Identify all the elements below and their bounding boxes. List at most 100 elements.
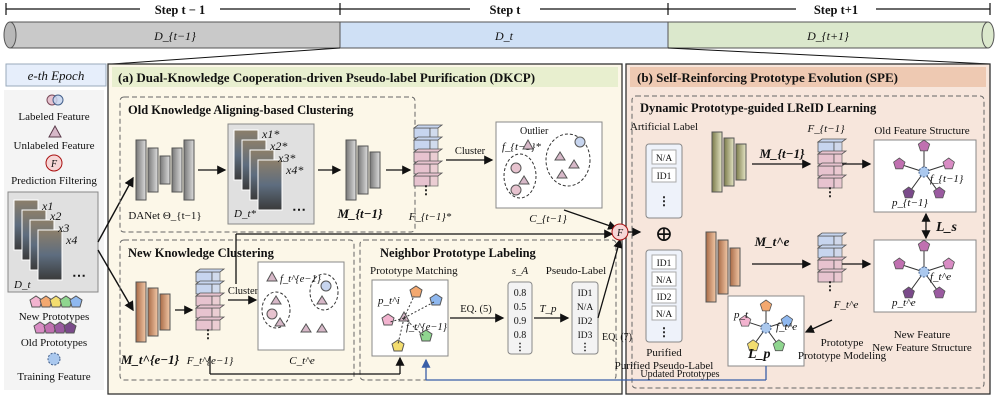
eq5-label: EQ. (5) [460, 304, 492, 315]
dkcp-panel [107, 63, 623, 395]
step-prev-label: Step t − 1 [155, 3, 206, 17]
svg-text:⋯: ⋯ [292, 203, 306, 218]
svg-text:N/A: N/A [656, 310, 673, 320]
svg-text:⋮: ⋮ [824, 185, 836, 199]
updated-protos-label: Updated Prototypes [640, 369, 719, 380]
pm-f-label: f_t^e [776, 321, 797, 333]
tp-label: T_p [539, 303, 557, 315]
spe-new-model [705, 231, 741, 303]
sa-column [507, 281, 533, 355]
spe-old-feature-label: F_{t−1} [807, 123, 846, 135]
training-feature-icon [47, 352, 61, 366]
proto-modeling-label: Prototype Modeling [798, 350, 887, 362]
svg-text:N/A: N/A [656, 154, 673, 164]
new-prototypes-icon [29, 295, 83, 308]
new-protos-label: New Prototypes [19, 311, 90, 323]
spe-new-feature-label: F_t^e [833, 299, 859, 311]
proto-match-label: Prototype Matching [370, 265, 458, 277]
timeline: Step t − 1 Step t Step t+1 D_{t−1} D_t D… [3, 1, 995, 65]
new-structure-label: New Feature Structure [872, 342, 972, 354]
danet-network [135, 139, 195, 201]
sa-value-2: 0.9 [514, 316, 527, 327]
svg-text:F: F [616, 228, 624, 239]
new-structure-p-label: p_t^e [891, 297, 916, 309]
filter-icon [45, 154, 63, 172]
svg-text:x4: x4 [65, 233, 77, 247]
dkcp-title-bar [112, 67, 618, 87]
training-label: Training Feature [17, 371, 90, 383]
old-protos-label: Old Prototypes [21, 337, 87, 349]
pseudo-value-0: ID1 [578, 289, 593, 299]
spe-new-model-label: M_t^e [754, 234, 790, 249]
svg-text:ID2: ID2 [657, 293, 672, 303]
old-structure-label: Old Feature Structure [874, 125, 969, 137]
svg-text:x3: x3 [57, 221, 69, 235]
outlier-feature-label: f_{t−1}* [502, 141, 541, 153]
spe-title-bar [630, 67, 986, 87]
new-knowledge-box [119, 239, 355, 381]
outlier-label: Outlier [520, 126, 549, 137]
new-structure-star [893, 239, 955, 299]
domain-curr-segment [339, 21, 669, 49]
domain-curr-label: D_t [494, 29, 514, 43]
svg-text:ID1: ID1 [657, 259, 672, 269]
new-feature-stack: ⋮ [194, 268, 226, 341]
sa-value-1: 0.5 [514, 302, 527, 313]
sa-value-3: 0.8 [514, 330, 527, 341]
cluster-new-label: Cluster [228, 286, 259, 297]
spe-old-model [711, 131, 747, 193]
domain-prev-label: D_{t−1} [153, 29, 196, 43]
new-structure-label-1: New Feature [894, 329, 951, 341]
dpg-title: Dynamic Prototype-guided LReID Learning [640, 101, 877, 115]
old-structure-f-label: f_{t−1} [930, 173, 964, 185]
dataset-images: x1 x2 x3 x4 ⋯ [13, 199, 86, 284]
oplus-icon: ⊕ [655, 221, 673, 246]
new-box-title: New Knowledge Clustering [128, 246, 275, 260]
step-curr-label: Step t [490, 3, 522, 17]
svg-text:x2*: x2* [269, 139, 287, 153]
artificial-label: Artificial Label [630, 121, 698, 133]
spe-title: (b) Self-Reinforcing Prototype Evolution… [637, 70, 898, 85]
new-model-label: M_t^{e−1} [120, 352, 180, 367]
svg-text:x3*: x3* [277, 151, 295, 165]
svg-text:⋮: ⋮ [202, 327, 214, 341]
svg-text:⋮: ⋮ [420, 183, 432, 197]
pseudo-value-1: N/A [577, 303, 594, 313]
purified-label: Purified Pseudo-Label [615, 360, 714, 372]
svg-text:⋮: ⋮ [515, 342, 525, 353]
old-feature-label: F_{t−1}* [408, 211, 452, 223]
old-feature-stack: ⋮ [412, 124, 444, 197]
old-model-label: M_{t−1} [336, 206, 383, 221]
labeled-label: Labeled Feature [18, 111, 89, 123]
domain-next-segment [667, 21, 989, 49]
svg-text:⋮: ⋮ [658, 325, 670, 339]
dataset-label: D_t [13, 279, 31, 291]
proto-pi-label: p_t^i [377, 295, 400, 307]
purified-label-1: Purified [646, 347, 682, 359]
spe-new-feature-stack: ⋮ [816, 232, 848, 293]
dkcp-title: (a) Dual-Knowledge Cooperation-driven Ps… [118, 70, 535, 85]
svg-text:x1*: x1* [261, 127, 279, 141]
svg-text:x4*: x4* [285, 163, 303, 177]
npl-title: Neighbor Prototype Labeling [380, 246, 537, 260]
step-next-label: Step t+1 [814, 3, 858, 17]
pseudo-label-title: Pseudo-Label [546, 265, 606, 277]
unlabeled-feature-icon [48, 124, 62, 138]
svg-text:N/A: N/A [656, 276, 673, 286]
old-model-m [345, 139, 381, 201]
loss-p-label: L_p [747, 347, 771, 362]
eq7-label: EQ. (7) [602, 332, 632, 343]
pm-p-label: p_t [733, 309, 749, 321]
unlabeled-label: Unlabeled Feature [14, 140, 95, 152]
proto-modeling-star [738, 299, 794, 352]
svg-text:x2: x2 [49, 209, 61, 223]
svg-text:ID1: ID1 [657, 172, 672, 182]
svg-text:⋮: ⋮ [824, 279, 836, 293]
pseudo-value-3: ID3 [578, 331, 593, 341]
old-box-title: Old Knowledge Aligning-based Clustering [128, 103, 354, 117]
dpg-box [631, 95, 985, 389]
new-model-m [135, 281, 171, 343]
old-structure-p-label: p_{t−1} [891, 197, 928, 209]
svg-text:⋮: ⋮ [580, 342, 590, 353]
